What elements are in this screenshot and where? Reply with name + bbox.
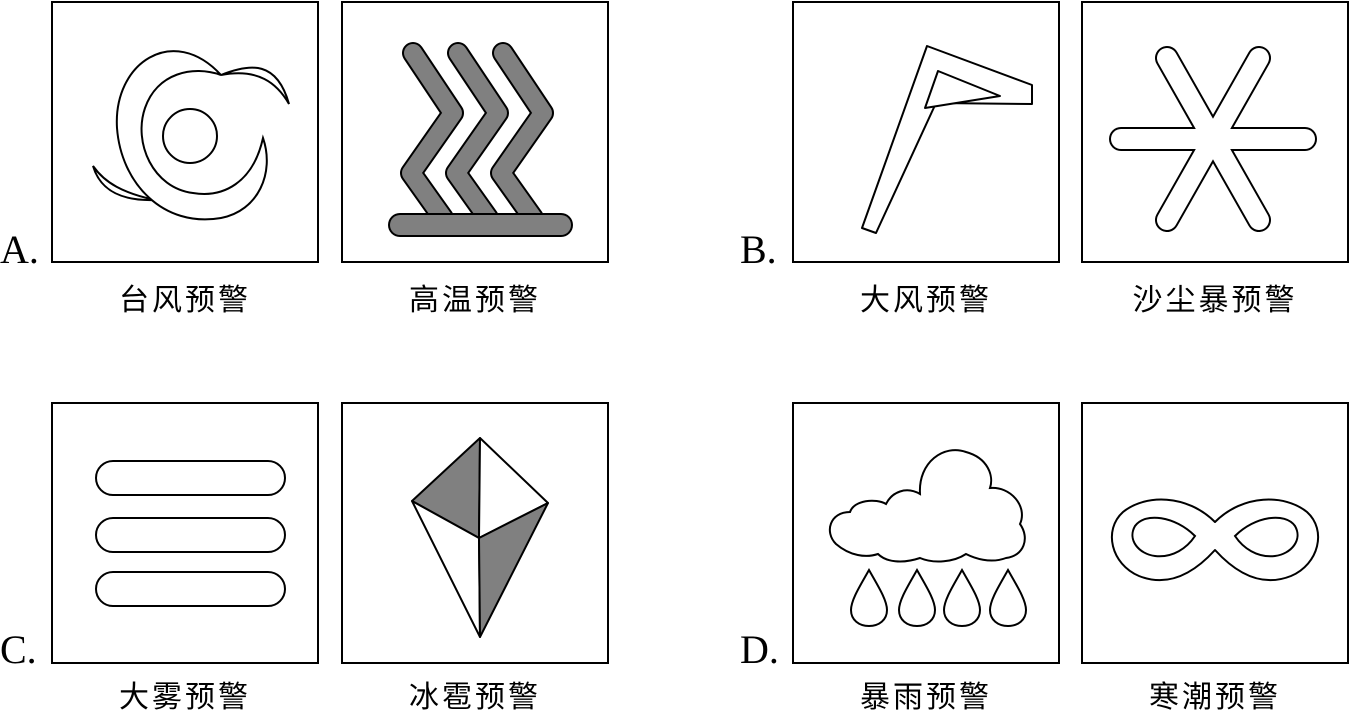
caption-cold-wave: 寒潮预警 [1149,680,1281,715]
gale-flag-icon [861,45,1033,234]
panel-sandstorm [1081,1,1349,263]
option-letter-d: D. [740,627,779,672]
heat-icon [388,42,573,237]
option-letter-c: C. [0,627,37,672]
caption-fog: 大雾预警 [119,680,251,715]
caption-heat: 高温预警 [409,283,541,318]
panel-gale [792,1,1060,263]
option-letter-a: A. [0,227,39,272]
panel-hail [341,402,609,664]
cold-wave-icon [1110,498,1320,582]
option-letter-b: B. [740,227,777,272]
rainstorm-icon [828,449,1028,628]
sandstorm-icon [1109,46,1317,232]
caption-typhoon: 台风预警 [119,283,251,318]
panel-cold-wave [1081,402,1349,664]
panel-typhoon [51,1,319,263]
caption-hail: 冰雹预警 [409,680,541,715]
hail-icon [411,437,549,638]
caption-gale: 大风预警 [860,283,992,318]
fog-icon [95,460,286,607]
caption-sandstorm: 沙尘暴预警 [1132,283,1298,318]
panel-rainstorm [792,402,1060,664]
caption-rainstorm: 暴雨预警 [860,680,992,715]
panel-fog [51,402,319,664]
panel-heat [341,1,609,263]
typhoon-icon [92,50,290,221]
